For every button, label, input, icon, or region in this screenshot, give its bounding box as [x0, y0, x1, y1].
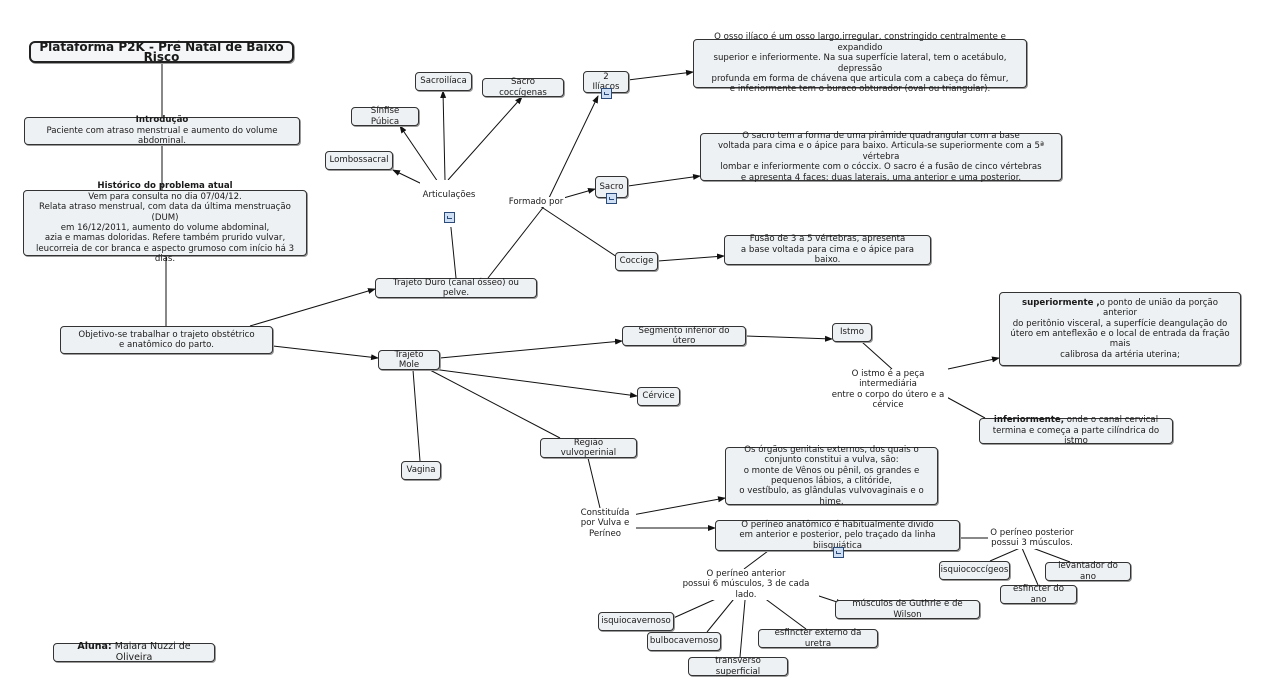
connector-line [627, 69, 694, 81]
superiormente-node[interactable]: superiormente ,o ponto de união da porçã… [999, 292, 1241, 366]
cervice-node[interactable]: Cérvice [637, 387, 680, 406]
esfincter-uretra-node[interactable]: esfincter externo da uretra [758, 628, 878, 649]
connector-line [739, 588, 747, 658]
aluna-node[interactable]: Aluna: Maiara Nuzzi de Oliveira [53, 641, 215, 662]
historico-title: Histórico do problema atual [97, 181, 233, 192]
iliacos-node[interactable]: 2 Ilíacos [583, 71, 629, 93]
objetivo-node[interactable]: Objetivo-se trabalhar o trajeto obstétri… [60, 326, 273, 354]
connector-line [947, 356, 1000, 370]
perineo-node[interactable]: O períneo anatômico é habitualmente divi… [715, 520, 960, 551]
vagina-node[interactable]: Vagina [401, 461, 441, 480]
connector-line [627, 173, 701, 187]
connector-line [439, 338, 623, 359]
connector-line [1021, 547, 1039, 586]
historico-text: Vem para consulta no dia 07/04/12. Relat… [35, 191, 295, 265]
sacro-coccigenas-node[interactable]: Sacro coccígenas [482, 77, 564, 98]
connector-line [743, 550, 769, 570]
esfincter-ano-node[interactable]: esfincter do ano [1000, 584, 1077, 605]
regiao-node[interactable]: Região vulvoperinial [540, 438, 637, 458]
attachment-icon[interactable] [606, 193, 617, 204]
connector-line [487, 204, 546, 279]
sacroiliaca-node[interactable]: Sacroilíaca [415, 72, 472, 91]
connector-line [657, 253, 725, 262]
sinfise-node[interactable]: Sínfise Púbica [351, 106, 419, 127]
transverso-node[interactable]: transverso superficial [688, 656, 788, 677]
bulbocavernoso-node[interactable]: bulbocavernoso [647, 632, 721, 651]
segmento-node[interactable]: Segmento inferior do útero [622, 326, 746, 346]
sacro-desc-node[interactable]: O sacro tem a forma de uma pirâmide quad… [700, 131, 1062, 183]
connector-line [399, 125, 439, 183]
formado-por-label[interactable]: Formado por [507, 197, 565, 208]
constituida-label[interactable]: Constituída por Vulva e Períneo [574, 508, 636, 540]
coccige-desc-node[interactable]: Fusão de 3 a 5 vértebras, apresenta a ba… [724, 234, 931, 265]
lombossacral-node[interactable]: Lombossacral [325, 151, 393, 170]
connector-line [861, 341, 893, 370]
intro-title: Introdução [135, 115, 189, 126]
attachment-icon[interactable] [833, 547, 844, 558]
inferiormente-node[interactable]: inferiormente, onde o canal cervical ter… [979, 415, 1173, 446]
coccige-node[interactable]: Coccige [615, 252, 658, 271]
attachment-icon[interactable] [443, 212, 455, 224]
guthrie-node[interactable]: músculos de Guthrie e de Wilson [835, 599, 980, 620]
vulva-desc-node[interactable]: Os órgãos genitais externos, dos quais o… [725, 445, 938, 507]
isquiocavernoso-node[interactable]: isquiocavernoso [598, 612, 674, 631]
root-topic[interactable]: Plataforma P2K - Pré Natal de Baixo Risc… [29, 41, 294, 63]
levantador-node[interactable]: levantador do ano [1045, 561, 1131, 582]
connector-line [429, 369, 561, 439]
trajeto-duro-node[interactable]: Trajeto Duro (canal ósseo) ou pelve. [375, 278, 537, 298]
perineo-posterior-label[interactable]: O períneo posterior possui 3 músculos. [988, 528, 1076, 549]
connector-line [249, 288, 376, 327]
connector-line [272, 345, 379, 361]
connector-line [745, 335, 833, 342]
istmo-desc-label[interactable]: O istmo é a peça intermediária entre o c… [828, 369, 948, 411]
sacro-node[interactable]: Sacro [595, 176, 628, 198]
attachment-icon[interactable] [601, 88, 612, 99]
connector-line [447, 96, 523, 181]
intro-text: Paciente com atraso menstrual e aumento … [46, 125, 278, 147]
isquiococcigeos-node[interactable]: isquiococcígeos [939, 561, 1010, 580]
connector-line [440, 90, 447, 181]
connector-line [547, 95, 599, 201]
connector-line [989, 547, 1021, 562]
connector-line [539, 205, 618, 258]
trajeto-mole-node[interactable]: Trajeto Mole [378, 350, 440, 370]
connector-line [631, 496, 726, 516]
iliacos-desc-node[interactable]: O osso ilíaco é um osso largo,irregular,… [693, 32, 1027, 94]
intro-node[interactable]: Introdução Paciente com atraso menstrual… [24, 115, 300, 147]
istmo-node[interactable]: Istmo [832, 323, 872, 342]
connector-line [412, 369, 421, 462]
connector-line [587, 457, 601, 509]
historico-node[interactable]: Histórico do problema atual Vem para con… [23, 181, 307, 264]
articulacoes-label[interactable]: Articulações [420, 180, 478, 227]
connector-line [424, 367, 638, 399]
connector-line [392, 169, 423, 185]
connector-line [1029, 546, 1071, 563]
connector-line [559, 188, 596, 200]
perineo-anterior-label[interactable]: O períneo anterior possui 6 músculos, 3 … [673, 569, 819, 601]
